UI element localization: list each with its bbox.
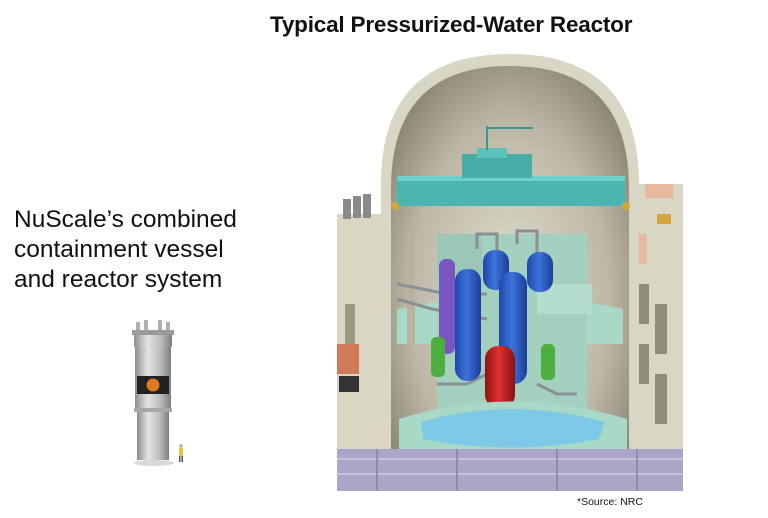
caption-line-1: NuScale’s combined xyxy=(14,206,237,233)
nuscale-module-image xyxy=(132,320,183,466)
source-note: *Source: NRC xyxy=(577,496,643,508)
nuscale-caption: NuScale’s combined containment vessel an… xyxy=(14,205,294,295)
caption-line-2: containment vessel xyxy=(14,236,224,263)
slide-title: Typical Pressurized-Water Reactor xyxy=(270,12,633,37)
caption-line-3: and reactor system xyxy=(14,266,223,293)
pwr-cutaway-image xyxy=(337,54,683,491)
